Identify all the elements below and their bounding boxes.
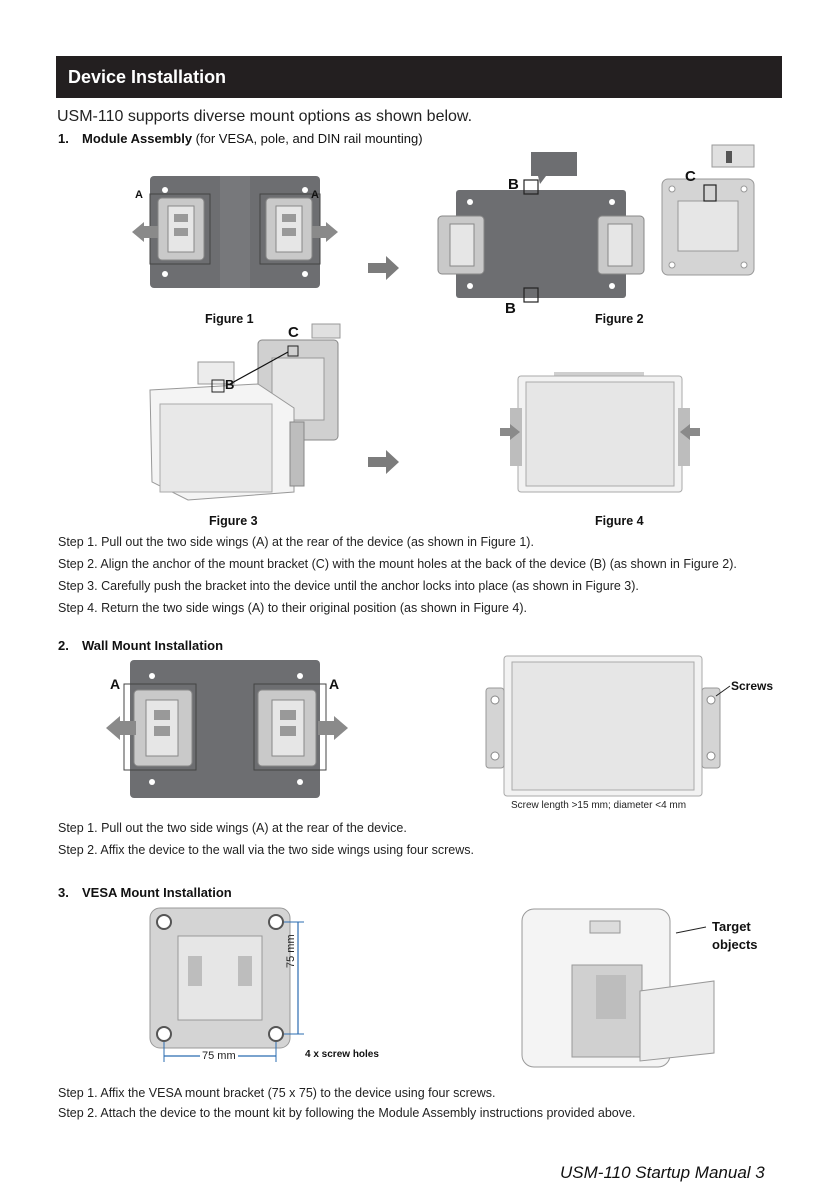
section-3-number: 3. <box>58 885 69 900</box>
label-c-fig3: C <box>288 324 299 341</box>
label-b-top: B <box>508 176 519 193</box>
figure-1-caption: Figure 1 <box>205 312 254 326</box>
vesa-bracket-illustration <box>149 907 304 1062</box>
figure-4-caption: Figure 4 <box>595 514 644 528</box>
figure-2-caption: Figure 2 <box>595 312 644 326</box>
figure-1-illustration <box>132 176 338 288</box>
section-1-step-4: Step 4. Return the two side wings (A) to… <box>58 601 527 615</box>
label-b-fig3: B <box>225 377 235 392</box>
section-banner: Device Installation <box>56 56 782 98</box>
section-1-step-2: Step 2. Align the anchor of the mount br… <box>58 557 737 571</box>
section-1-step-3: Step 3. Carefully push the bracket into … <box>58 579 639 593</box>
section-2-step-1: Step 1. Pull out the two side wings (A) … <box>58 821 407 835</box>
wall-mount-wings-illustration <box>106 660 348 798</box>
figure-4-illustration <box>500 372 700 493</box>
section-1-heading: 1. Module Assembly (for VESA, pole, and D… <box>58 131 423 146</box>
section-3-title: VESA Mount Installation <box>82 885 232 900</box>
section-3-step-2: Step 2. Attach the device to the mount k… <box>58 1106 636 1120</box>
dim-vertical-label: 75 mm <box>285 934 297 968</box>
next-arrow-icon <box>368 256 399 280</box>
label-a-wall-right: A <box>329 676 340 692</box>
label-a-wall-left: A <box>110 676 121 692</box>
section-3-heading: 3. VESA Mount Installation <box>58 885 232 900</box>
figure-2-illustration <box>437 152 645 303</box>
page-title: Device Installation <box>68 67 227 87</box>
label-a-right: A <box>311 189 319 201</box>
section-3-step-1: Step 1. Affix the VESA mount bracket (75… <box>58 1086 496 1100</box>
section-1-number: 1. <box>58 131 69 146</box>
bracket-c-illustration <box>661 144 755 276</box>
vesa-device-illustration <box>521 908 715 1068</box>
page-footer: USM-110 Startup Manual 3 <box>560 1163 765 1182</box>
next-arrow-icon-2 <box>368 450 399 474</box>
screws-label: Screws <box>731 679 774 693</box>
target-objects-label: Target objects <box>712 919 758 952</box>
label-c: C <box>685 168 696 185</box>
section-1-title: Module Assembly <box>82 131 193 146</box>
section-2-number: 2. <box>58 638 69 653</box>
dim-horizontal-label: 75 mm <box>200 1050 238 1062</box>
section-2-heading: 2. Wall Mount Installation <box>58 638 223 653</box>
figure-3-illustration <box>149 323 341 501</box>
wall-mount-device-illustration <box>485 655 731 797</box>
section-2-step-2: Step 2. Affix the device to the wall via… <box>58 843 474 857</box>
screw-holes-label: 4 x screw holes <box>305 1049 379 1060</box>
figure-3-caption: Figure 3 <box>209 514 258 528</box>
label-b-bottom: B <box>505 300 516 317</box>
intro-text: USM-110 supports diverse mount options a… <box>57 108 473 125</box>
screw-note: Screw length >15 mm; diameter <4 mm <box>511 800 687 811</box>
label-a-left: A <box>135 189 143 201</box>
section-2-title: Wall Mount Installation <box>82 638 224 653</box>
section-1-step-1: Step 1. Pull out the two side wings (A) … <box>58 535 534 549</box>
section-1-title-suffix: (for VESA, pole, and DIN rail mounting) <box>192 131 423 146</box>
